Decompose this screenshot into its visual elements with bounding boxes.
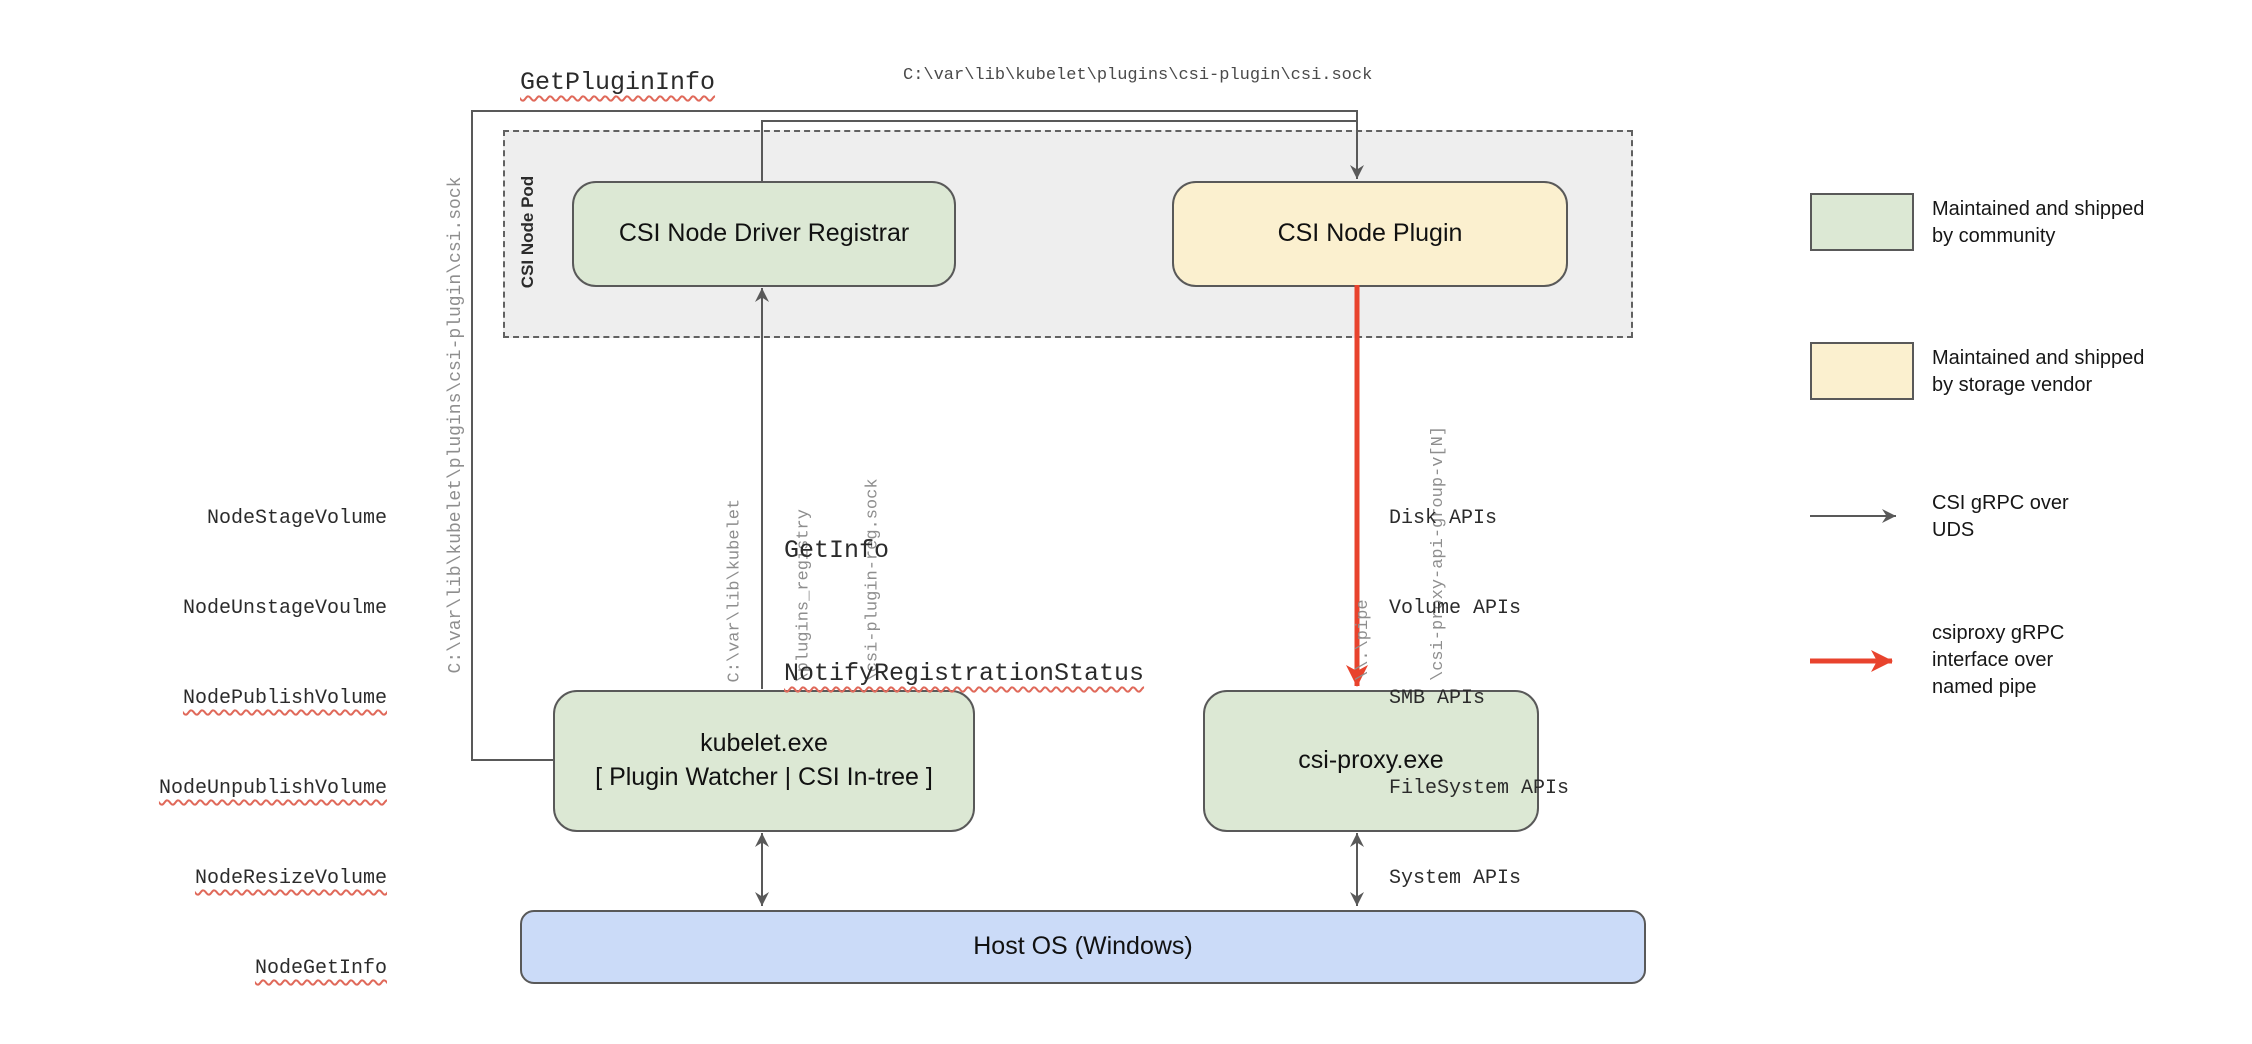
legend-vendor-label: Maintained and shipped by storage vendor (1932, 347, 2145, 396)
proxy-api-item: FileSystem APIs (1389, 777, 1570, 800)
csi-node-pod-label: CSI Node Pod (518, 175, 537, 289)
legend-community-label: Maintained and shipped by community (1932, 198, 2145, 247)
proxy-api-item: Disk APIs (1389, 507, 1498, 530)
node-rpc-item: NodeResizeVolume (194, 867, 387, 890)
legend-vendor-swatch (1810, 342, 1914, 400)
host-os-box: Host OS (Windows) (520, 910, 1646, 984)
get-info-label: GetInfo (784, 536, 890, 565)
node-rpc-list: NodeStageVolume NodeUnstageVoulme NodePu… (40, 444, 387, 1044)
registration-rpc-labels: GetInfo NotifyRegistrationStatus (784, 448, 1144, 776)
named-pipe-path-label: \\.\pipe \csi-proxy-api-group-v[N] (1354, 425, 1448, 681)
left-socket-path-label: C:\var\lib\kubelet\plugins\csi-plugin\cs… (446, 176, 466, 674)
proxy-api-item: Volume APIs (1389, 597, 1522, 620)
csi-node-plugin-box: CSI Node Plugin (1172, 181, 1568, 287)
node-rpc-item: NodeStageVolume (206, 507, 387, 530)
top-socket-path-label: C:\var\lib\kubelet\plugins\csi-plugin\cs… (903, 66, 1373, 85)
node-rpc-item: NodeUnpublishVolume (158, 777, 387, 800)
proxy-api-list: Disk APIs Volume APIs SMB APIs FileSyste… (1389, 444, 1569, 954)
legend-pipe-label: csiproxy gRPC interface over named pipe (1932, 622, 2065, 698)
legend-uds-label: CSI gRPC over UDS (1932, 492, 2069, 541)
host-os-label: Host OS (Windows) (973, 932, 1193, 961)
node-rpc-item: NodeUnstageVoulme (182, 597, 387, 620)
notify-registration-status-label: NotifyRegistrationStatus (784, 659, 1145, 688)
registry-socket-path-label: C:\var\lib\kubelet \plugins_registry \cs… (725, 478, 883, 683)
legend-community-swatch (1810, 193, 1914, 251)
csi-node-driver-registrar-box: CSI Node Driver Registrar (572, 181, 956, 287)
csi-node-driver-registrar-label: CSI Node Driver Registrar (618, 219, 910, 248)
csi-node-plugin-label: CSI Node Plugin (1277, 219, 1463, 248)
node-rpc-item: NodePublishVolume (182, 687, 387, 710)
proxy-api-item: SMB APIs (1389, 687, 1486, 710)
proxy-api-item: System APIs (1389, 867, 1522, 890)
kubelet-label-line2: [ Plugin Watcher | CSI In-tree ] (595, 763, 933, 791)
get-plugin-info-label: GetPluginInfo (520, 68, 716, 97)
node-rpc-item: NodeGetInfo (254, 957, 387, 980)
